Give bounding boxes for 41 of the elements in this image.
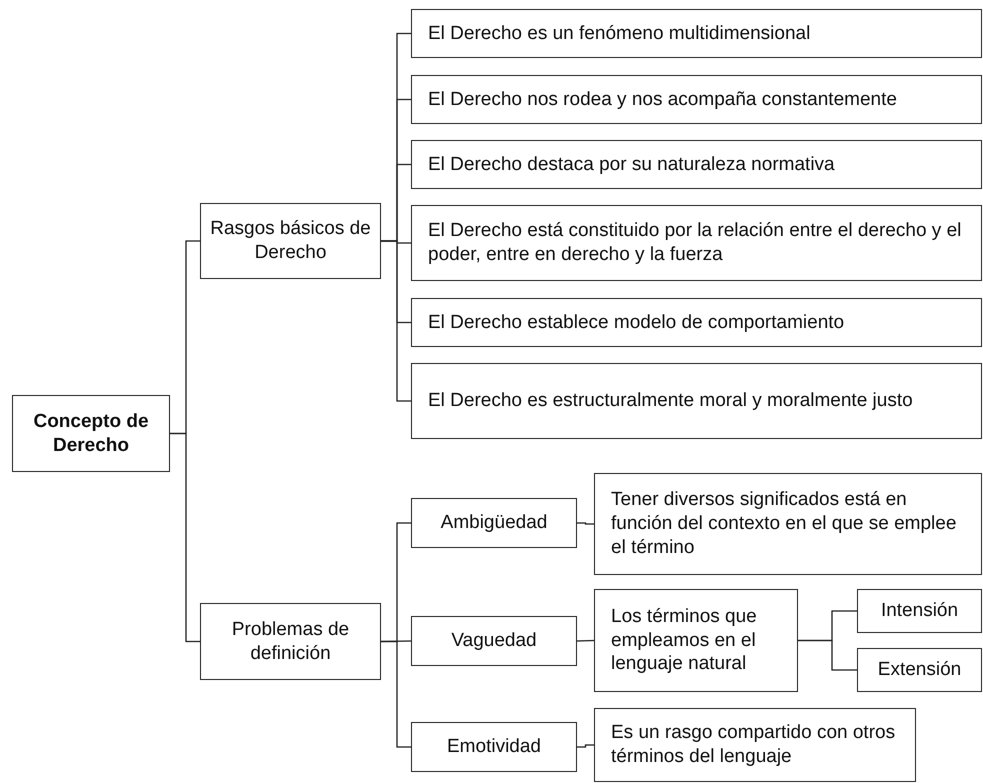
connector-line xyxy=(576,640,594,642)
connector-line xyxy=(381,640,411,748)
box-text: Extensión xyxy=(878,658,962,682)
topic-box xyxy=(411,722,577,772)
statement-box xyxy=(411,9,982,58)
box-text: El Derecho está constituido por la relación entre el derecho y el poder, entre en derecho y la fuerza xyxy=(428,219,962,267)
topic-box xyxy=(411,498,577,548)
connector-line xyxy=(798,640,857,671)
box-text: El Derecho es estructuralmente moral y moralmente justo xyxy=(428,389,913,413)
topic-box xyxy=(200,203,381,279)
box-text: Los términos que empleamos en el lenguaje natural xyxy=(611,604,758,676)
box-text: El Derecho nos rodea y nos acompaña constantemente xyxy=(428,88,897,112)
box-text: Rasgos básicos de Derecho xyxy=(209,217,372,265)
statement-box xyxy=(594,708,916,782)
statement-box xyxy=(411,363,982,439)
statement-box xyxy=(411,298,982,347)
box-text: El Derecho establece modelo de comportamiento xyxy=(428,310,844,334)
box-text: Vaguedad xyxy=(451,629,537,653)
statement-box xyxy=(411,140,982,189)
statement-box xyxy=(411,205,982,281)
box-text: Emotividad xyxy=(447,735,541,759)
topic-box xyxy=(857,648,982,692)
box-text: Ambigüedad xyxy=(440,511,548,535)
topic-box xyxy=(200,603,381,680)
statement-box xyxy=(411,75,982,124)
box-text: Problemas de definición xyxy=(230,618,350,666)
box-text: El Derecho destaca por su naturaleza normativa xyxy=(428,152,835,176)
connector-line xyxy=(381,240,411,402)
connector-line xyxy=(170,432,200,642)
box-text: Es un rasgo compartido con otros términos del lenguaje xyxy=(611,721,896,769)
connector-line xyxy=(577,744,594,748)
connector-line xyxy=(577,522,594,525)
box-text: El Derecho es un fenómeno multidimensional xyxy=(428,22,810,46)
topic-box xyxy=(411,616,577,666)
box-text: Intensión xyxy=(880,599,958,623)
box-text: Concepto de Derecho xyxy=(32,410,150,458)
statement-box xyxy=(594,589,798,692)
statement-box xyxy=(594,473,982,575)
box-text: Tener diversos significados está en función del contexto en el que se emplee el término xyxy=(611,488,958,560)
topic-box xyxy=(857,589,982,633)
topic-box xyxy=(12,395,170,472)
